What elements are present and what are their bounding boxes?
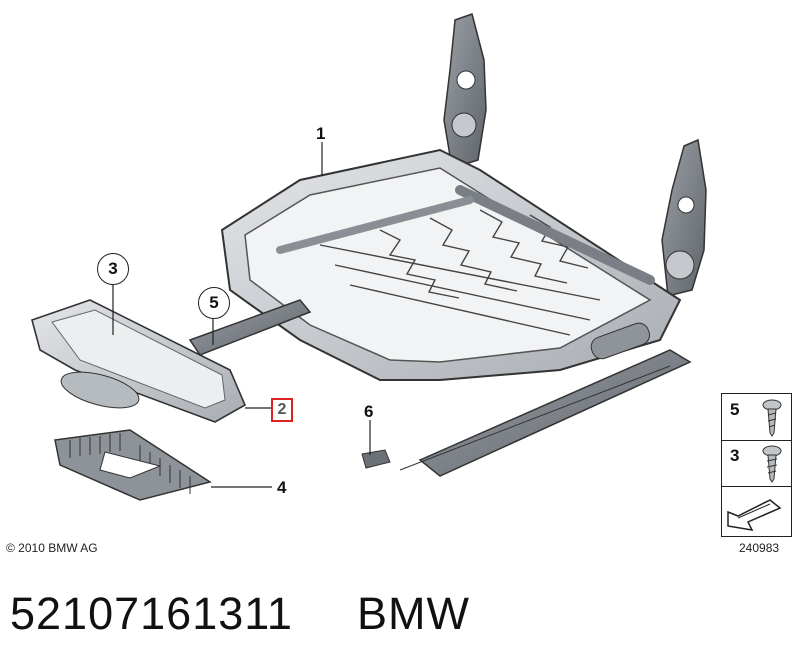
diagram-id: 240983 [739,541,780,555]
fastener-number: 3 [730,446,740,465]
tapping-screw-icon [762,445,782,483]
backrest-hinge-right [661,138,707,297]
fastener-row-3: 3 [722,440,791,487]
callout-4: 4 [277,478,287,497]
part-number: 52107161311 [10,588,293,639]
callout-2-highlighted: 2 [271,398,293,422]
direction-arrow-icon [727,499,782,531]
leader-lines [112,142,371,488]
fastener-number: 5 [730,400,740,419]
backrest-hinge-left [443,13,487,169]
seat-frame [220,148,682,381]
fastener-legend: 5 3 [721,393,792,537]
callout-1: 1 [316,124,326,143]
seat-frame-illustration [31,13,707,501]
arrow-box [722,486,791,536]
callout-6: 6 [364,402,374,421]
brand-name: BMW [357,588,470,639]
fastener-row-5: 5 [722,394,791,441]
copyright-text: © 2010 BMW AG [6,541,98,555]
callout-3: 3 [97,253,129,285]
seat-cover-panel [31,299,247,423]
seat-rails [188,299,692,477]
grate-part [54,429,212,501]
callout-5: 5 [198,287,230,319]
screw-icon [762,399,782,437]
clip-part [361,449,391,469]
